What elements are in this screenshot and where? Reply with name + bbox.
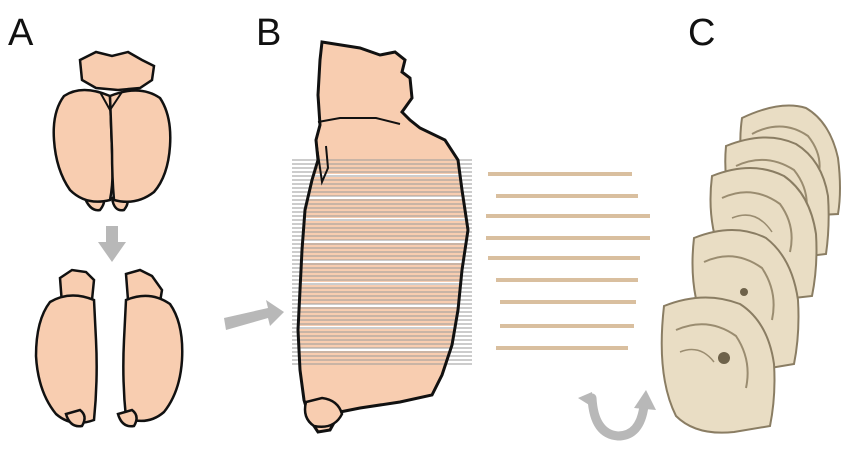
brain-midline-notch <box>99 91 123 112</box>
slab-gap <box>298 282 468 285</box>
slab-gap <box>298 218 468 221</box>
brain-olfactory-bulb <box>78 50 156 92</box>
histology-section-5 <box>660 296 776 434</box>
down-arrow-icon <box>98 226 126 262</box>
slab-gap <box>298 348 468 351</box>
right-hemisphere-cerebellum <box>116 408 138 428</box>
rotate-arrow-head <box>634 390 656 410</box>
slab-gap <box>298 240 468 243</box>
separated-slabs <box>486 172 650 350</box>
right-arrow-icon <box>224 300 284 330</box>
left-hemisphere <box>34 294 98 425</box>
slab-gap <box>298 174 468 177</box>
panel-label-b: B <box>256 12 282 54</box>
rotate-arrow-icon <box>587 393 649 441</box>
panel-label-c: C <box>688 12 716 54</box>
left-hemisphere-cerebellum <box>64 408 86 428</box>
slab-gap <box>298 260 468 263</box>
whole-brain <box>52 50 172 212</box>
hemisphere-body <box>298 42 468 432</box>
slab-gap <box>298 304 468 307</box>
right-hemisphere <box>122 294 184 423</box>
slab-gap <box>298 196 468 199</box>
enlarged-hemisphere <box>292 40 472 434</box>
hemisphere-inner-contour-2 <box>315 139 330 186</box>
histology-section-stack <box>660 104 841 434</box>
slab-gap <box>298 326 468 329</box>
panel-label-a: A <box>8 12 34 54</box>
hemisphere-inner-contour <box>317 117 401 125</box>
tissue-slab-stripes <box>298 174 468 351</box>
slicing-lines <box>292 159 472 365</box>
hemisphere-cerebellum-blob <box>303 396 344 428</box>
hemisphere-outline <box>296 40 470 434</box>
separated-hemispheres <box>34 268 184 428</box>
brain-left-hemisphere <box>52 88 114 203</box>
rotate-arrow-tail <box>578 392 594 408</box>
brain-right-hemisphere <box>108 89 172 203</box>
